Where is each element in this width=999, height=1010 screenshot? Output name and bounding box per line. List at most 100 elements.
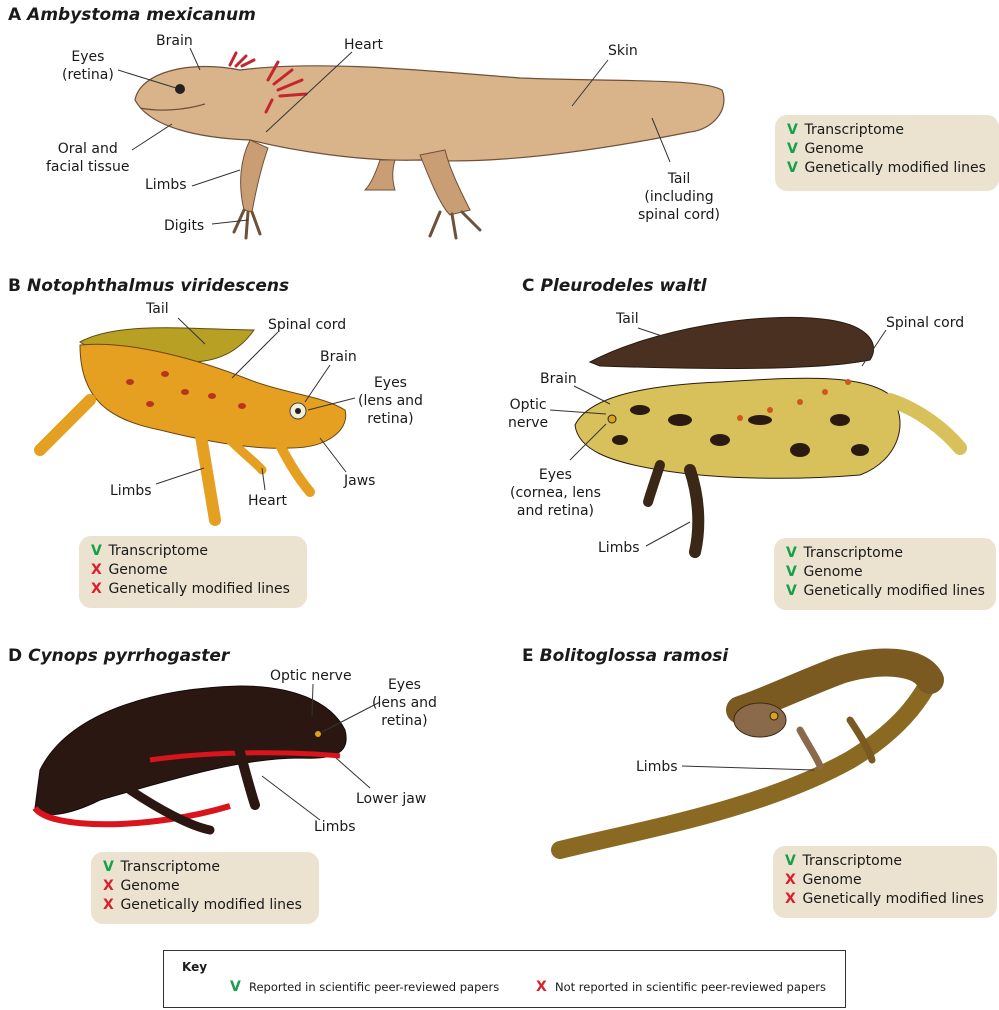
- cross-mark-icon: X: [91, 561, 104, 580]
- resource-label: Genetically modified lines: [108, 581, 289, 597]
- resource-label: Genome: [803, 564, 862, 580]
- check-mark-icon: V: [787, 140, 800, 159]
- label-eyes-lens-retina: Eyes (lens and retina): [372, 676, 437, 730]
- resource-row: V Genome: [786, 563, 984, 582]
- label-optic-nerve: Optic nerve: [508, 396, 548, 432]
- resource-row: X Genome: [103, 877, 307, 896]
- panel-e-species: Bolitoglossa ramosi: [540, 646, 729, 666]
- resource-row: V Transcriptome: [786, 544, 984, 563]
- bolitoglossa-illustration: [560, 663, 930, 850]
- key-item-text: Not reported in scientific peer-reviewed…: [555, 980, 826, 994]
- check-mark-icon: V: [786, 563, 799, 582]
- check-mark-icon: V: [787, 121, 800, 140]
- panel-a-species: Ambystoma mexicanum: [27, 5, 256, 25]
- panel-a-heading: A Ambystoma mexicanum: [8, 5, 256, 25]
- resource-label: Genome: [804, 141, 863, 157]
- panel-d-heading: D Cynops pyrrhogaster: [8, 646, 229, 666]
- label-jaws: Jaws: [344, 472, 375, 490]
- label-spinal-cord: Spinal cord: [268, 316, 346, 334]
- pleurodeles-illustration: [575, 317, 960, 552]
- panel-d-letter: D: [8, 646, 22, 666]
- resource-label: Transcriptome: [120, 859, 220, 875]
- label-limbs: Limbs: [145, 176, 187, 194]
- panel-e-heading: E Bolitoglossa ramosi: [522, 646, 728, 666]
- label-brain: Brain: [156, 32, 193, 50]
- resource-row: V Genetically modified lines: [787, 159, 987, 178]
- label-spinal-cord: Spinal cord: [886, 314, 964, 332]
- panel-e-letter: E: [522, 646, 534, 666]
- label-heart: Heart: [344, 36, 383, 54]
- panel-a-letter: A: [8, 5, 21, 25]
- key-legend: Key VReported in scientific peer-reviewe…: [163, 950, 846, 1008]
- label-brain: Brain: [540, 370, 577, 388]
- cross-mark-icon: X: [103, 877, 116, 896]
- cross-mark-icon: X: [785, 871, 798, 890]
- axolotl-illustration: [135, 53, 724, 238]
- resource-label: Genetically modified lines: [802, 891, 983, 907]
- resource-label: Genome: [108, 562, 167, 578]
- label-tail: Tail: [616, 310, 639, 328]
- resource-row: V Transcriptome: [785, 852, 985, 871]
- panel-c-species: Pleurodeles waltl: [540, 276, 706, 296]
- resource-label: Genome: [802, 872, 861, 888]
- check-mark-icon: V: [786, 582, 799, 601]
- check-mark-icon: V: [103, 858, 116, 877]
- resource-box-b: V Transcriptome X Genome X Genetically m…: [79, 536, 307, 608]
- panel-c-letter: C: [522, 276, 534, 296]
- resource-row: V Transcriptome: [91, 542, 295, 561]
- resource-row: V Genetically modified lines: [786, 582, 984, 601]
- label-oral-facial-tissue: Oral and facial tissue: [46, 140, 129, 176]
- resource-box-c: V Transcriptome V Genome V Genetically m…: [774, 538, 996, 610]
- panel-b-species: Notophthalmus viridescens: [27, 276, 289, 296]
- resource-box-d: V Transcriptome X Genome X Genetically m…: [91, 852, 319, 924]
- cross-mark-icon: X: [785, 890, 798, 909]
- label-limbs: Limbs: [636, 758, 678, 776]
- check-mark-icon: V: [91, 542, 104, 561]
- check-mark-icon: V: [230, 979, 243, 995]
- check-mark-icon: V: [787, 159, 800, 178]
- label-optic-nerve: Optic nerve: [270, 667, 352, 685]
- check-mark-icon: V: [786, 544, 799, 563]
- resource-row: X Genome: [785, 871, 985, 890]
- resource-label: Transcriptome: [804, 122, 904, 138]
- resource-row: X Genetically modified lines: [785, 890, 985, 909]
- cynops-illustration: [35, 686, 346, 830]
- resource-row: X Genome: [91, 561, 295, 580]
- cross-mark-icon: X: [536, 979, 549, 995]
- label-heart: Heart: [248, 492, 287, 510]
- resource-row: V Genome: [787, 140, 987, 159]
- panel-d-species: Cynops pyrrhogaster: [28, 646, 229, 666]
- resource-row: X Genetically modified lines: [103, 896, 307, 915]
- key-title: Key: [182, 960, 207, 974]
- label-limbs: Limbs: [110, 482, 152, 500]
- resource-label: Genome: [120, 878, 179, 894]
- resource-row: V Transcriptome: [103, 858, 307, 877]
- resource-label: Genetically modified lines: [120, 897, 301, 913]
- panel-e-leader-lines: [682, 766, 814, 770]
- panel-b-heading: B Notophthalmus viridescens: [8, 276, 289, 296]
- key-item-reported: VReported in scientific peer-reviewed pa…: [230, 979, 499, 995]
- resource-box-e: V Transcriptome X Genome X Genetically m…: [773, 846, 997, 918]
- label-limbs: Limbs: [598, 539, 640, 557]
- resource-row: V Transcriptome: [787, 121, 987, 140]
- label-eyes-cornea-lens-retina: Eyes (cornea, lens and retina): [510, 466, 601, 520]
- cross-mark-icon: X: [103, 896, 116, 915]
- label-limbs: Limbs: [314, 818, 356, 836]
- panel-c-heading: C Pleurodeles waltl: [522, 276, 707, 296]
- label-eyes-retina: Eyes (retina): [62, 48, 114, 84]
- label-tail: Tail: [146, 300, 169, 318]
- label-brain: Brain: [320, 348, 357, 366]
- label-digits: Digits: [164, 217, 204, 235]
- check-mark-icon: V: [785, 852, 798, 871]
- panel-b-letter: B: [8, 276, 21, 296]
- newt-b-illustration: [40, 328, 346, 520]
- resource-label: Transcriptome: [802, 853, 902, 869]
- label-skin: Skin: [608, 42, 638, 60]
- resource-label: Transcriptome: [108, 543, 208, 559]
- label-eyes-lens-retina: Eyes (lens and retina): [358, 374, 423, 428]
- label-lower-jaw: Lower jaw: [356, 790, 426, 808]
- resource-box-a: V Transcriptome V Genome V Genetically m…: [775, 115, 999, 191]
- resource-label: Genetically modified lines: [804, 160, 985, 176]
- resource-row: X Genetically modified lines: [91, 580, 295, 599]
- key-item-not-reported: X Not reported in scientific peer-reviewe…: [536, 979, 826, 995]
